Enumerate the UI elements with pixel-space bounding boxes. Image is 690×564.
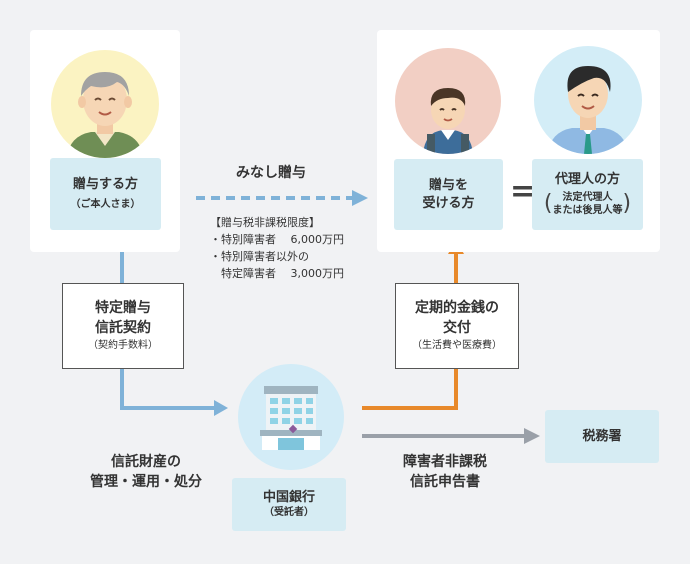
note-line3: 特定障害者 3,000万円	[210, 267, 344, 281]
child-avatar	[395, 48, 501, 154]
note-line1: ・特別障害者 6,000万円	[210, 233, 344, 247]
paren-right: )	[622, 191, 632, 217]
minashi-arrow	[196, 190, 368, 206]
equals-sign: =	[510, 174, 536, 209]
tax-limit-note: 【贈与税非課税限度】 ・特別障害者 6,000万円 ・特別障害者以外の 特定障害…	[210, 214, 344, 282]
payment-line1: 定期的金銭の	[415, 300, 499, 317]
tax-office-label: 税務署	[582, 428, 622, 444]
agent-sub-line2: または後見人等	[552, 205, 623, 217]
declaration-text: 障害者非課税 信託申告書	[385, 452, 505, 493]
bank-building-icon	[238, 364, 344, 470]
agent-avatar	[534, 46, 642, 154]
minashi-label: みなし贈与	[236, 165, 306, 181]
contract-sub: （契約手数料）	[88, 339, 158, 351]
receiver-label-line1: 贈与を	[428, 177, 468, 193]
bank-box: 中国銀行 （受託者）	[232, 478, 346, 531]
agent-label: 代理人の方	[554, 172, 620, 188]
giver-box: 贈与する方 （ご本人さま）	[50, 158, 161, 230]
contract-line1: 特定贈与	[95, 300, 151, 317]
giver-sub: （ご本人さま）	[70, 198, 141, 210]
bank-sub: （受託者）	[264, 507, 314, 519]
giver-label: 贈与する方	[72, 177, 138, 193]
note-line2: ・特別障害者以外の	[210, 250, 309, 264]
elderly-man-avatar	[51, 50, 159, 158]
agent-box: 代理人の方 ( 法定代理人 または後見人等 )	[532, 159, 643, 230]
note-title: 【贈与税非課税限度】	[210, 216, 320, 229]
receiver-label-line2: 受ける方	[422, 195, 475, 211]
contract-line2: 信託契約	[95, 320, 151, 336]
bank-label: 中国銀行	[262, 489, 315, 505]
payment-sub: （生活費や医療費）	[412, 339, 502, 351]
payment-box: 定期的金銭の 交付 （生活費や医療費）	[395, 283, 519, 369]
trust-manage-text: 信託財産の 管理・運用・処分	[84, 452, 208, 493]
agent-sub-line1: 法定代理人	[562, 191, 613, 203]
paren-left: (	[543, 191, 553, 217]
receiver-box: 贈与を 受ける方	[394, 159, 503, 230]
agent-sub-group: ( 法定代理人 または後見人等 )	[544, 191, 631, 218]
trust-manage-line1: 信託財産の	[111, 454, 181, 470]
declaration-arrow	[362, 428, 540, 444]
contract-box: 特定贈与 信託契約 （契約手数料）	[62, 283, 184, 369]
trust-manage-line2: 管理・運用・処分	[90, 474, 202, 491]
payment-line2: 交付	[443, 320, 471, 336]
declaration-line1: 障害者非課税	[403, 454, 487, 470]
giver-card: 贈与する方 （ご本人さま）	[30, 30, 180, 252]
declaration-line2: 信託申告書	[410, 474, 480, 491]
tax-office-box: 税務署	[545, 410, 659, 463]
receiver-card: 贈与を 受ける方 = 代理人の方 ( 法定代理人 または後見人等 )	[377, 30, 660, 252]
